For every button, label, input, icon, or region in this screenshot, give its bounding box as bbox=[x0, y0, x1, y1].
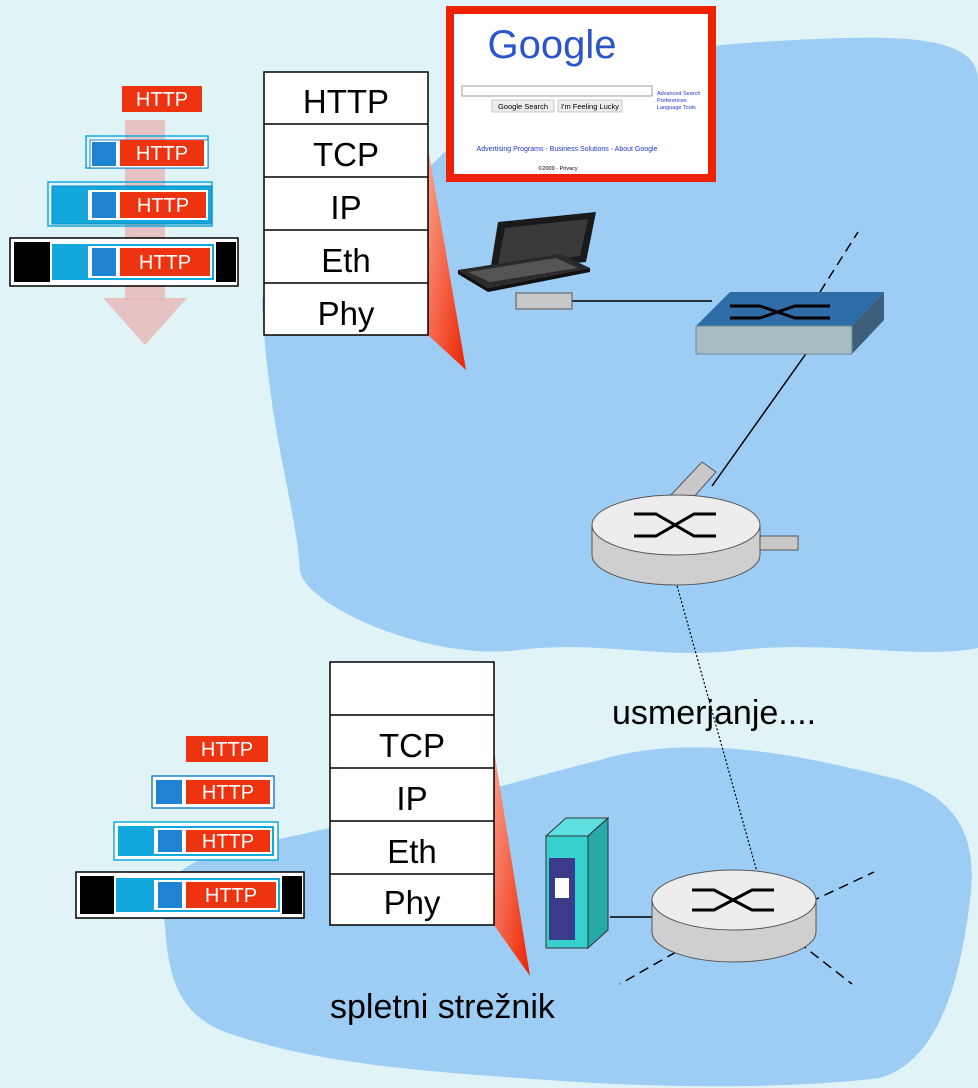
bottom-packet-ip: HTTP bbox=[113, 821, 279, 861]
language-tools-link[interactable]: Language Tools bbox=[657, 105, 696, 111]
switch-external-link bbox=[819, 231, 859, 293]
advanced-search-link[interactable]: Advanced Search bbox=[657, 91, 700, 97]
top-stack-layer-http: HTTP bbox=[303, 83, 389, 120]
copyright-text: ©2009 - Privacy bbox=[538, 165, 577, 172]
bottom-stack-layer-eth: Eth bbox=[387, 833, 437, 870]
search-input[interactable] bbox=[461, 85, 653, 97]
laptop-icon bbox=[458, 212, 596, 310]
router-router-link bbox=[675, 581, 763, 891]
router-ext-link-bottomleft bbox=[619, 943, 691, 985]
svg-text:Google Search: Google Search bbox=[498, 102, 548, 111]
svg-text:HTTP: HTTP bbox=[202, 831, 254, 853]
svg-text:I'm Feeling Lucky: I'm Feeling Lucky bbox=[561, 102, 619, 111]
top-protocol-stack: HTTP TCP IP Eth Phy bbox=[263, 71, 466, 370]
lucky-button[interactable] bbox=[557, 99, 623, 113]
top-stack-layer-phy: Phy bbox=[318, 295, 375, 332]
switch-icon bbox=[695, 292, 884, 355]
bottom-stack-layer-phy: Phy bbox=[384, 884, 441, 921]
bottom-packet-http: HTTP bbox=[186, 736, 268, 762]
search-button[interactable] bbox=[491, 99, 555, 113]
routing-label: usmerjanje.... bbox=[612, 694, 816, 732]
bottom-router-icon bbox=[651, 869, 817, 963]
switch-router-link bbox=[711, 347, 811, 487]
bottom-packet-tcp: HTTP bbox=[151, 775, 275, 809]
bottom-stack-layer-tcp: TCP bbox=[379, 727, 445, 764]
svg-text:HTTP: HTTP bbox=[202, 782, 254, 804]
google-logo: Google bbox=[488, 23, 617, 67]
web-server-label: spletni strežnik bbox=[330, 988, 556, 1026]
browser-window: Google Google Search I'm Feeling Lucky A… bbox=[446, 6, 716, 182]
top-stack-layer-tcp: TCP bbox=[313, 136, 379, 173]
footer-links[interactable]: Advertising Programs - Business Solution… bbox=[477, 146, 658, 153]
server-icon bbox=[544, 816, 610, 950]
bottom-packet-eth: HTTP bbox=[75, 871, 305, 919]
router-ext-link-bottomright bbox=[797, 941, 853, 985]
top-stack-layer-ip: IP bbox=[330, 189, 361, 226]
top-router-icon bbox=[591, 461, 799, 586]
svg-text:HTTP: HTTP bbox=[136, 143, 188, 165]
bottom-protocol-stack: TCP IP Eth Phy bbox=[329, 661, 530, 976]
top-packet-http: HTTP bbox=[122, 86, 202, 112]
svg-text:HTTP: HTTP bbox=[201, 739, 253, 761]
svg-text:HTTP: HTTP bbox=[136, 89, 188, 111]
top-packet-eth: HTTP bbox=[9, 237, 239, 287]
svg-text:HTTP: HTTP bbox=[139, 252, 191, 274]
top-packet-ip: HTTP bbox=[47, 181, 213, 227]
preferences-link[interactable]: Preferences bbox=[657, 98, 687, 104]
svg-text:HTTP: HTTP bbox=[205, 885, 257, 907]
bottom-stack-layer-ip: IP bbox=[396, 780, 427, 817]
svg-text:HTTP: HTTP bbox=[137, 195, 189, 217]
top-stack-layer-eth: Eth bbox=[321, 242, 371, 279]
top-packet-tcp: HTTP bbox=[85, 135, 209, 169]
top-network-cloud bbox=[262, 37, 978, 653]
router-ext-link-right bbox=[809, 871, 875, 903]
